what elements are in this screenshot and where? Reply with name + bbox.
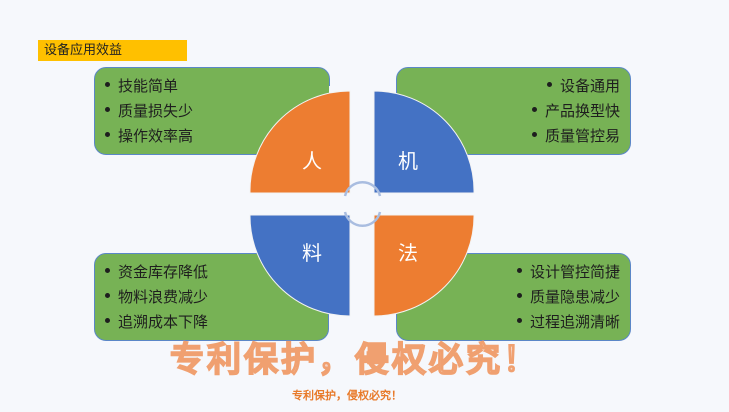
item-text: 设计管控简捷 [529, 263, 620, 281]
item-text: 追溯成本下降 [118, 313, 209, 331]
bullet-icon [105, 268, 110, 273]
item-text: 质量损失少 [118, 102, 194, 120]
center-ring-bottom-icon [343, 211, 382, 228]
quadrant-label-machine: 机 [398, 149, 418, 173]
list-item: 产品换型快 [407, 99, 620, 124]
list-item: 资金库存降低 [105, 260, 318, 285]
list-item: 设备通用 [407, 74, 620, 99]
list-item: 质量损失少 [105, 99, 319, 124]
list-item: 追溯成本下降 [105, 310, 318, 335]
list-item: 质量隐患减少 [407, 285, 620, 310]
watermark-large: 专利保护，侵权必究！ [169, 339, 540, 381]
quadrant-label-method: 法 [398, 241, 418, 265]
quadrant-people [249, 90, 351, 194]
bullet-icon [105, 107, 110, 112]
item-text: 操作效率高 [118, 127, 194, 145]
bullet-icon [546, 82, 552, 87]
item-text: 物料浪费减少 [118, 288, 209, 306]
quadrant-method [373, 214, 475, 317]
bullet-icon [105, 293, 110, 298]
item-text: 资金库存降低 [118, 263, 209, 281]
bullet-icon [531, 132, 537, 137]
bullet-icon [105, 318, 110, 323]
list-item: 过程追溯清晰 [407, 310, 620, 335]
list-item: 物料浪费减少 [105, 285, 318, 310]
list-item: 质量管控易 [407, 124, 620, 149]
list-item: 技能简单 [105, 74, 319, 99]
diagram-title: 设备应用效益 [38, 40, 187, 61]
bullet-icon [516, 293, 522, 298]
bullet-icon [105, 82, 110, 87]
item-text: 质量隐患减少 [529, 288, 620, 306]
item-text: 设备通用 [559, 77, 620, 95]
quadrant-label-material: 料 [302, 241, 322, 265]
item-text: 技能简单 [118, 77, 179, 95]
quadrant-material [249, 214, 351, 317]
bullet-icon [516, 318, 522, 323]
list-item: 操作效率高 [105, 124, 319, 149]
item-text: 产品换型快 [544, 102, 620, 120]
quadrant-label-people: 人 [302, 149, 322, 173]
bullet-icon [105, 132, 110, 137]
quadrant-machine [373, 90, 475, 194]
list-item: 设计管控简捷 [407, 260, 620, 285]
item-text: 质量管控易 [544, 127, 620, 145]
bullet-icon [516, 268, 522, 273]
item-text: 过程追溯清晰 [529, 313, 620, 331]
center-ring-top-icon [343, 180, 382, 197]
bullet-icon [531, 107, 537, 112]
watermark-small: 专利保护，侵权必究！ [292, 389, 402, 402]
